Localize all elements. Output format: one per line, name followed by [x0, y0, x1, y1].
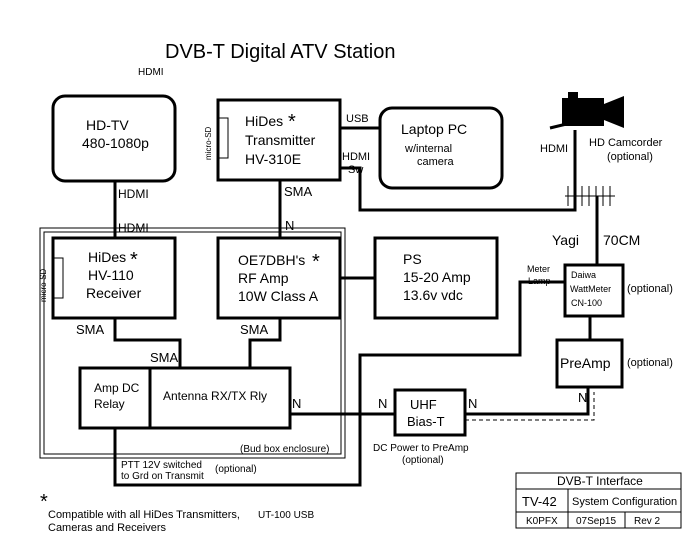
footnote-star: *	[40, 491, 48, 513]
connector-n-relay: N	[292, 396, 301, 411]
rf-amp-maker: OE7DBH's	[238, 252, 305, 268]
enclosure-label: (Bud box enclosure)	[240, 444, 330, 455]
ps-voltage: 13.6v vdc	[403, 287, 463, 303]
receiver-sd-slot	[52, 257, 64, 299]
bias-t-line2: Bias-T	[407, 414, 445, 429]
connector-usb: USB	[346, 113, 369, 125]
receiver-brand: HiDes	[88, 249, 126, 265]
connector-sma-rx: SMA	[76, 322, 105, 337]
transmitter-brand: HiDes	[245, 113, 283, 129]
relay-amp-line2: Relay	[94, 397, 125, 411]
rf-amp-type: RF Amp	[238, 270, 289, 286]
connector-hdmi-tv: HDMI	[118, 187, 149, 201]
connector-n-amp-top: N	[285, 218, 294, 233]
hdtv-resolution: 480-1080p	[82, 135, 149, 151]
wattmeter-line3: CN-100	[571, 298, 602, 308]
sma-rx-relay-wire	[113, 318, 182, 368]
title-block-desc: System Configuration	[572, 496, 677, 508]
ptt-optional: (optional)	[215, 464, 257, 475]
sma-amp-relay-wire	[248, 318, 282, 368]
transmitter-type: Transmitter	[245, 132, 316, 148]
bias-t-note1: DC Power to PreAmp	[373, 443, 469, 454]
diagram-title: DVB-T Digital ATV Station	[165, 41, 395, 63]
yagi-label: Yagi	[552, 232, 579, 248]
footnote-line1: Compatible with all HiDes Transmitters,	[48, 509, 240, 521]
laptop-sub1: w/internal	[404, 143, 452, 155]
transmitter-model: HV-310E	[245, 151, 301, 167]
receiver-star: *	[130, 249, 138, 271]
wattmeter-line1: Daiwa	[571, 270, 596, 280]
camcorder-arrow	[549, 120, 576, 130]
yagi-band: 70CM	[603, 232, 640, 248]
title-block-rev: Rev 2	[634, 516, 661, 527]
camcorder-icon	[562, 92, 624, 128]
laptop-label: Laptop PC	[401, 121, 467, 137]
connector-sma-tx: SMA	[284, 184, 313, 199]
relay-antenna: Antenna RX/TX Rly	[163, 389, 267, 403]
laptop-box	[378, 106, 504, 190]
connector-sma-relay: SMA	[150, 350, 179, 365]
biast-preamp-wire	[465, 387, 590, 416]
ptt-line2: to Grd on Transmit	[121, 471, 204, 482]
receiver-type: Receiver	[86, 285, 142, 301]
bias-t-note2: (optional)	[402, 455, 444, 466]
transmitter-sd-label: micro-SD	[204, 126, 213, 160]
title-block-date: 07Sep15	[576, 516, 616, 527]
rf-amp-power: 10W Class A	[238, 288, 319, 304]
hdmi-note: HDMI	[138, 67, 164, 78]
biast-preamp-shield	[465, 392, 595, 421]
title-block-number: TV-42	[522, 494, 557, 509]
ps-current: 15-20 Amp	[403, 269, 471, 285]
title-block-name: DVB-T Interface	[557, 474, 643, 488]
yagi-antenna-icon	[565, 186, 615, 206]
meter-lamp-line1: Meter	[527, 264, 550, 274]
connector-hdmi-cam: HDMI	[540, 143, 568, 155]
receiver-sd-label: micro-SD	[39, 268, 48, 302]
preamp-label: PreAmp	[560, 355, 611, 371]
rf-amp-star: *	[312, 251, 320, 273]
bias-t-line1: UHF	[410, 397, 437, 412]
connector-n-bias-in: N	[378, 396, 387, 411]
footnote-line1b: UT-100 USB	[258, 510, 314, 521]
camcorder-label: HD Camcorder	[589, 137, 663, 149]
connector-sma-amp: SMA	[240, 322, 269, 337]
transmitter-sd-slot	[217, 117, 229, 159]
receiver-model: HV-110	[88, 267, 134, 283]
connector-n-bias-out: N	[468, 396, 477, 411]
relay-amp-line1: Amp DC	[94, 381, 140, 395]
wattmeter-optional: (optional)	[627, 283, 673, 295]
footnote-line2: Cameras and Receivers	[48, 522, 166, 534]
connector-n-preamp: N	[578, 390, 587, 405]
title-block-callsign: K0PFX	[526, 516, 558, 527]
hdtv-label: HD-TV	[86, 117, 129, 133]
title-block	[515, 472, 682, 529]
connector-hdmi-rx: HDMI	[118, 221, 149, 235]
ps-label: PS	[403, 251, 422, 267]
bud-box-enclosure	[39, 227, 346, 459]
ptt-line1: PTT 12V switched	[121, 460, 202, 471]
preamp-optional: (optional)	[627, 357, 673, 369]
hdmi-camcorder-wire	[340, 130, 577, 212]
wattmeter-line2: WattMeter	[570, 284, 611, 294]
wattmeter-box	[563, 263, 625, 318]
laptop-sub2: camera	[417, 156, 455, 168]
transmitter-star: *	[288, 111, 296, 133]
connector-hdmi-sw1: HDMI	[342, 151, 370, 163]
ptt-wire	[113, 280, 565, 487]
camcorder-optional: (optional)	[607, 151, 653, 163]
relay-box	[78, 366, 292, 430]
meter-lamp-line2: Lamp	[528, 276, 551, 286]
